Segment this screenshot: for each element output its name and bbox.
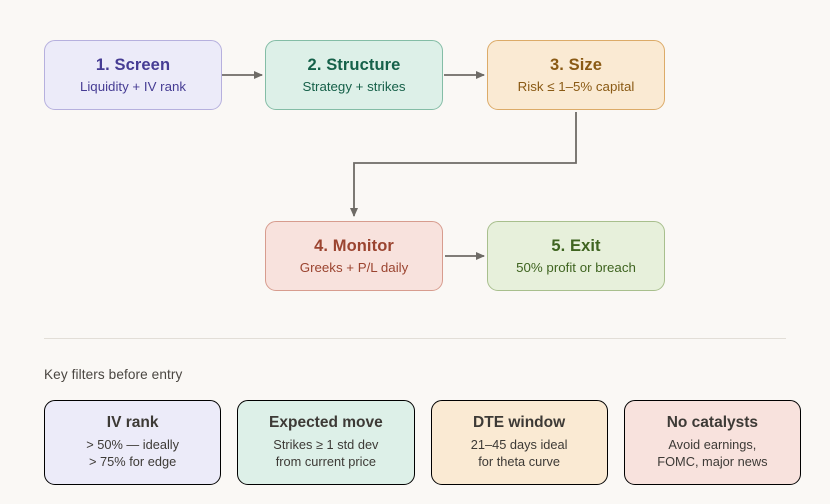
filter-card-title: No catalysts: [666, 414, 759, 432]
filter-card-title: IV rank: [106, 414, 159, 432]
filter-card-detail: Strikes ≥ 1 std dev from current price: [273, 436, 378, 471]
filter-card-line-1: Strikes ≥ 1 std dev: [273, 437, 379, 453]
filter-card-dte-window[interactable]: DTE window 21–45 days ideal for theta cu…: [430, 400, 608, 485]
filter-card-title: Expected move: [269, 414, 383, 432]
flow-node-subtitle: Liquidity + IV rank: [79, 78, 187, 94]
filter-card-line-2: from current price: [275, 454, 377, 470]
filter-card-line-2: > 75% for edge: [89, 454, 177, 470]
flow-node-title: 2. Structure: [307, 55, 401, 74]
filter-card-line-2: FOMC, major news: [657, 454, 768, 470]
filter-card-title: DTE window: [473, 414, 566, 432]
filter-card-no-catalysts[interactable]: No catalysts Avoid earnings, FOMC, major…: [623, 400, 801, 485]
flow-node-title: 3. Size: [549, 55, 603, 74]
flow-node-subtitle: Strategy + strikes: [302, 78, 406, 94]
flow-node-subtitle: 50% profit or breach: [516, 259, 636, 275]
filters-row: IV rank > 50% — ideally > 75% for edge E…: [44, 400, 801, 485]
filter-card-line-2: for theta curve: [478, 454, 561, 470]
flow-node-structure[interactable]: 2. Structure Strategy + strikes: [265, 40, 443, 110]
flow-node-title: 5. Exit: [551, 236, 601, 255]
filters-heading: Key filters before entry: [44, 367, 183, 382]
filter-card-detail: Avoid earnings, FOMC, major news: [657, 436, 767, 471]
flow-node-subtitle: Greeks + P/L daily: [299, 259, 409, 275]
filter-card-detail: > 50% — ideally > 75% for edge: [86, 436, 179, 471]
flow-node-screen[interactable]: 1. Screen Liquidity + IV rank: [44, 40, 222, 110]
flow-node-title: 4. Monitor: [314, 236, 394, 255]
filter-card-line-1: > 50% — ideally: [86, 437, 180, 453]
flow-node-size[interactable]: 3. Size Risk ≤ 1–5% capital: [487, 40, 665, 110]
section-divider: [44, 338, 786, 339]
filter-card-line-1: 21–45 days ideal: [470, 437, 568, 453]
flow-node-exit[interactable]: 5. Exit 50% profit or breach: [487, 221, 665, 291]
filter-card-expected-move[interactable]: Expected move Strikes ≥ 1 std dev from c…: [237, 400, 415, 485]
filter-card-line-1: Avoid earnings,: [668, 437, 757, 453]
flow-node-subtitle: Risk ≤ 1–5% capital: [517, 78, 635, 94]
flow-node-monitor[interactable]: 4. Monitor Greeks + P/L daily: [265, 221, 443, 291]
filter-card-iv-rank[interactable]: IV rank > 50% — ideally > 75% for edge: [44, 400, 222, 485]
flow-node-title: 1. Screen: [95, 55, 171, 74]
connector-size-to-monitor: [350, 112, 577, 217]
flow-diagram: 1. Screen Liquidity + IV rank 2. Structu…: [44, 40, 665, 291]
filter-card-detail: 21–45 days ideal for theta curve: [471, 436, 568, 471]
